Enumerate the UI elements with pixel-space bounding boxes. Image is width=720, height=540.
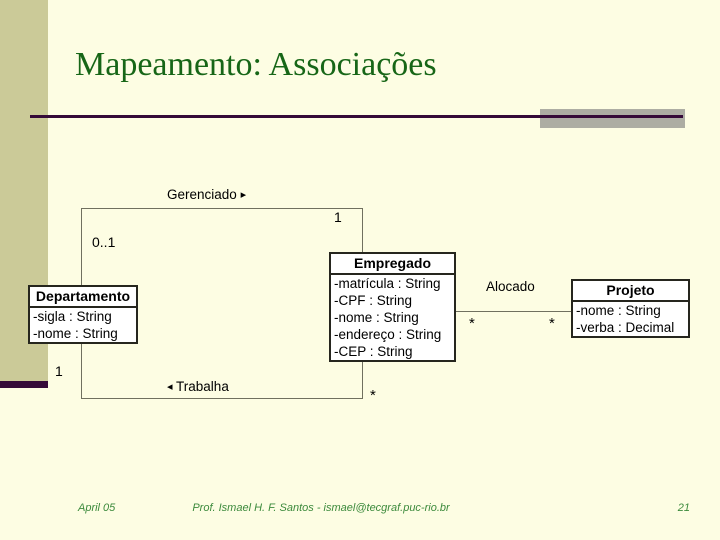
trabalha-label-text: Trabalha: [176, 379, 229, 394]
uml-class-name: Empregado: [331, 254, 454, 275]
multiplicity-gerenciado-empregado: 1: [334, 209, 342, 225]
uml-class-projeto: Projeto -nome : String -verba : Decimal: [571, 279, 690, 338]
association-line-alocado: [454, 311, 572, 312]
multiplicity-trabalha-empregado: *: [370, 387, 376, 404]
footer-date: April 05: [78, 502, 116, 514]
uml-class-name: Departamento: [30, 287, 136, 308]
uml-attribute: -nome : String: [334, 310, 419, 325]
multiplicity-alocado-empregado: *: [469, 315, 475, 332]
title-gray-decoration-bar: [540, 109, 685, 128]
multiplicity-trabalha-departamento: 1: [55, 363, 63, 379]
arrow-left-icon: ◂: [167, 381, 173, 393]
uml-attribute: -verba : Decimal: [576, 320, 675, 335]
uml-attribute: -nome : String: [576, 303, 661, 318]
uml-class-empregado: Empregado -matrícula : String -CPF : Str…: [329, 252, 456, 362]
uml-attribute: -nome : String: [33, 326, 118, 341]
gerenciado-label-text: Gerenciado: [167, 187, 237, 202]
uml-attribute: -CEP : String: [334, 344, 413, 359]
association-label-alocado: Alocado: [486, 279, 535, 294]
footer-credit: Prof. Ismael H. F. Santos - ismael@tecgr…: [192, 502, 450, 514]
sidebar-bottom-rule: [0, 381, 48, 388]
title-underline-rule: [30, 115, 683, 118]
uml-attribute: -endereço : String: [334, 327, 442, 342]
uml-class-departamento: Departamento -sigla : String -nome : Str…: [28, 285, 138, 344]
footer-page-number: 21: [677, 502, 690, 514]
association-label-trabalha: ◂ Trabalha: [167, 379, 229, 394]
arrow-right-icon: ▸: [240, 189, 247, 201]
uml-class-name: Projeto: [573, 281, 688, 302]
uml-attribute: -matrícula : String: [334, 276, 441, 291]
uml-attribute: -CPF : String: [334, 293, 413, 308]
multiplicity-alocado-projeto: *: [549, 315, 555, 332]
multiplicity-gerenciado-departamento: 0..1: [92, 234, 116, 250]
slide-title: Mapeamento: Associações: [75, 46, 437, 83]
uml-attribute: -sigla : String: [33, 309, 112, 324]
association-label-gerenciado: Gerenciado ▸: [167, 187, 246, 202]
